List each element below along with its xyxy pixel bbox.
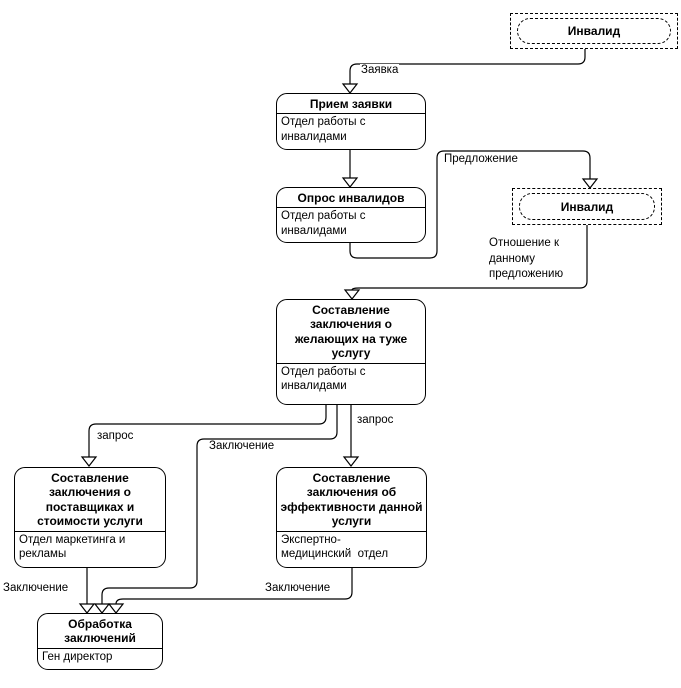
arrowhead (78, 603, 96, 614)
process-dept: Отдел маркетинга и рекламы (19, 533, 129, 561)
process-dept: Ген директор (42, 650, 113, 663)
process-dept: Отдел работы с инвалидами (281, 210, 369, 238)
flow-label-zayavka: Заявка (360, 64, 400, 78)
flow-predlozhenie-line (349, 150, 591, 259)
flow-label-zaklyuchenie-right: Заключение (264, 582, 332, 596)
arrowhead (80, 456, 98, 467)
flow-otnoshenie-line (351, 225, 588, 291)
flow-label-predlozhenie: Предложение (443, 153, 519, 167)
process-title: Составление заключения о желающих на туж… (277, 300, 425, 364)
process-dept: Отдел работы с инвалидами (281, 365, 369, 393)
arrowhead (342, 456, 360, 467)
flow-label-zapros-right: запрос (356, 414, 395, 428)
process-priem-zayavki: Прием заявки Отдел работы с инвалидами (276, 93, 426, 150)
arrowhead (107, 603, 125, 614)
arrowhead (341, 177, 359, 188)
entity-invalid-top: Инвалид (510, 13, 678, 49)
flow-zapros-left-line (88, 405, 327, 457)
arrowhead (581, 178, 599, 189)
flow-label-zaklyuchenie-left: Заключение (2, 582, 70, 596)
arrowhead (341, 83, 359, 94)
flow-label-zapros-left: запрос (96, 430, 135, 444)
process-title: Опрос инвалидов (277, 188, 425, 209)
process-title: Прием заявки (277, 94, 425, 115)
entity-invalid-mid-label: Инвалид (519, 193, 655, 220)
process-obrabotka-zaklyuchenij: Обработка заключений Ген директор (37, 613, 163, 670)
entity-invalid-mid: Инвалид (512, 188, 662, 225)
process-zakl-postavshchiki: Составление заключения о поставщиках и с… (14, 467, 166, 568)
process-dept: Экспертно- медицинский отдел (281, 533, 389, 561)
flow-zaklyuchenie-mid-line (101, 405, 338, 604)
process-opros-invalidov: Опрос инвалидов Отдел работы с инвалидам… (276, 187, 426, 243)
process-title: Составление заключения о поставщиках и с… (15, 468, 165, 532)
entity-invalid-top-label: Инвалид (517, 18, 671, 44)
process-zakl-zhelayushchie: Составление заключения о желающих на туж… (276, 299, 426, 405)
arrowhead (93, 603, 111, 614)
flow-label-zaklyuchenie-mid: Заключение (208, 440, 276, 454)
process-dept: Отдел работы с инвалидами (281, 116, 369, 144)
process-zakl-effektivnost: Составление заключения об эффективности … (276, 467, 427, 568)
process-title: Обработка заключений (38, 614, 162, 649)
arrowhead (343, 289, 361, 300)
process-title: Составление заключения об эффективности … (277, 468, 426, 532)
flow-zaklyuchenie-right-line (115, 568, 353, 605)
flow-zayavka-line (349, 49, 586, 84)
flow-label-otnoshenie: Отношение к данному предложению (488, 236, 584, 283)
